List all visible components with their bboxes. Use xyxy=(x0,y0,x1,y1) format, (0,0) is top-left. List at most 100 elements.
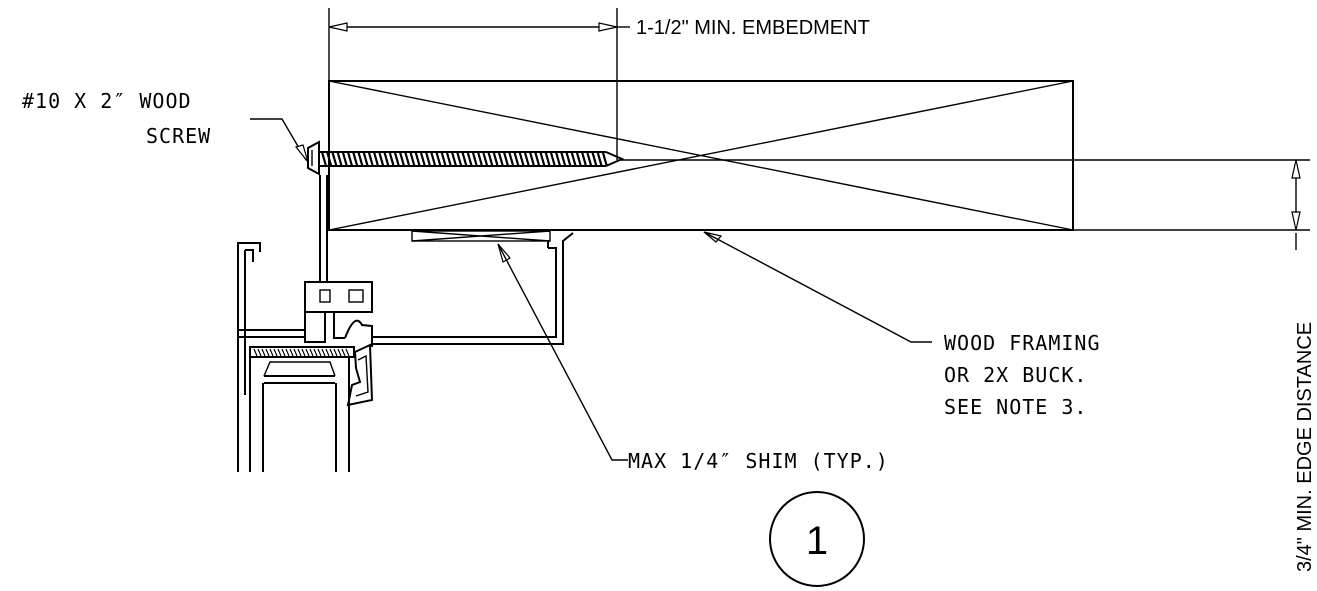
screw-thread xyxy=(336,151,343,167)
screw-thread xyxy=(497,151,504,167)
screw-thread xyxy=(513,151,520,167)
screw-thread xyxy=(326,151,333,167)
gasket-hatch-line xyxy=(277,348,282,357)
screw-thread xyxy=(591,151,598,167)
screw-thread xyxy=(357,151,364,167)
gasket-hatch-line xyxy=(253,348,258,357)
framing-leader xyxy=(703,231,932,343)
screw-thread xyxy=(596,151,603,167)
screw-thread xyxy=(320,151,328,167)
shim-label: MAX 1/4″ SHIM (TYP.) xyxy=(628,449,889,473)
gasket-hatch-line xyxy=(265,348,270,357)
gasket-hatch-line xyxy=(273,348,278,357)
screw-thread xyxy=(352,151,359,167)
screw-thread xyxy=(570,151,577,167)
wood-framing-member xyxy=(328,80,1074,231)
screw-thread xyxy=(409,151,416,167)
window-frame-extrusion xyxy=(237,175,574,472)
screw-thread xyxy=(492,151,499,167)
gasket-hatch-line xyxy=(261,348,266,357)
screw-thread xyxy=(461,151,468,167)
screw-thread xyxy=(560,151,567,167)
screw-threads xyxy=(320,151,608,167)
edge-distance-dimension xyxy=(620,159,1310,250)
gasket-hatch-line xyxy=(333,348,338,357)
screw-thread xyxy=(487,151,494,167)
screw-thread xyxy=(502,151,510,167)
screw-thread xyxy=(549,151,556,167)
screw-thread xyxy=(482,151,489,167)
gasket-hatch-line xyxy=(309,348,314,357)
framing-label-line2: OR 2X BUCK. xyxy=(944,363,1087,387)
detail-number-bubble xyxy=(769,491,865,587)
arrowhead-right xyxy=(598,22,618,32)
screw-thread xyxy=(450,151,458,167)
screw-thread xyxy=(435,151,442,167)
arrowhead-left xyxy=(328,22,348,32)
gasket-hatch-line xyxy=(297,348,302,357)
screw-thread xyxy=(388,151,395,167)
screw-thread xyxy=(523,151,530,167)
gasket-hatch-line xyxy=(281,348,286,357)
screw-thread xyxy=(601,151,608,167)
framing-label-line1: WOOD FRAMING xyxy=(944,331,1101,355)
screw-thread xyxy=(404,151,411,167)
screw-label-line2: SCREW xyxy=(146,124,211,148)
screw-thread xyxy=(331,151,338,167)
screw-thread xyxy=(534,151,541,167)
gasket-hatch-line xyxy=(293,348,298,357)
edge-distance-label: 3/4" MIN. EDGE DISTANCE xyxy=(1294,322,1316,572)
screw-thread xyxy=(544,151,551,167)
screw-thread xyxy=(346,151,354,167)
screw-thread xyxy=(575,151,582,167)
gasket-hatch-line xyxy=(301,348,306,357)
gasket-hatch-line xyxy=(325,348,330,357)
gasket-hatch-line xyxy=(289,348,294,357)
screw-thread xyxy=(580,151,588,167)
gasket-hatch-line xyxy=(345,348,350,357)
screw-thread xyxy=(445,151,452,167)
gasket-hatch-line xyxy=(269,348,274,357)
screw-thread xyxy=(476,151,484,167)
wood-screw xyxy=(307,140,625,176)
gasket-hatch-line xyxy=(317,348,322,357)
framing-label-line3: SEE NOTE 3. xyxy=(944,395,1087,419)
gasket-hatch xyxy=(253,348,350,357)
screw-thread xyxy=(341,151,348,167)
gasket-hatch-line xyxy=(285,348,290,357)
shim-leader xyxy=(497,243,628,461)
screw-thread xyxy=(586,151,593,167)
gasket-hatch-line xyxy=(329,348,334,357)
gasket-hatch-line xyxy=(313,348,318,357)
screw-thread xyxy=(518,151,525,167)
screw-thread xyxy=(362,151,369,167)
gasket-hatch-line xyxy=(341,348,346,357)
screw-thread xyxy=(466,151,473,167)
screw-label-line1: #10 X 2″ WOOD xyxy=(22,89,192,113)
shim xyxy=(411,230,551,242)
screw-thread xyxy=(554,151,562,167)
screw-thread xyxy=(528,151,536,167)
screw-thread xyxy=(539,151,546,167)
screw-thread xyxy=(419,151,426,167)
screw-thread xyxy=(398,151,406,167)
gasket-hatch-line xyxy=(321,348,326,357)
arrowhead-up xyxy=(1291,159,1301,179)
screw-thread xyxy=(378,151,385,167)
screw-leader xyxy=(250,118,307,161)
screw-thread xyxy=(393,151,400,167)
screw-thread xyxy=(456,151,463,167)
gasket-hatch-line xyxy=(305,348,310,357)
screw-thread xyxy=(383,151,390,167)
embedment-label: 1-1/2" MIN. EMBEDMENT xyxy=(636,17,870,39)
screw-thread xyxy=(430,151,437,167)
screw-thread xyxy=(508,151,515,167)
screw-thread xyxy=(471,151,478,167)
screw-thread xyxy=(440,151,447,167)
screw-thread xyxy=(414,151,421,167)
screw-leader-arrow xyxy=(294,144,309,163)
screw-thread xyxy=(565,151,572,167)
screw-thread xyxy=(372,151,380,167)
gasket-hatch-line xyxy=(257,348,262,357)
